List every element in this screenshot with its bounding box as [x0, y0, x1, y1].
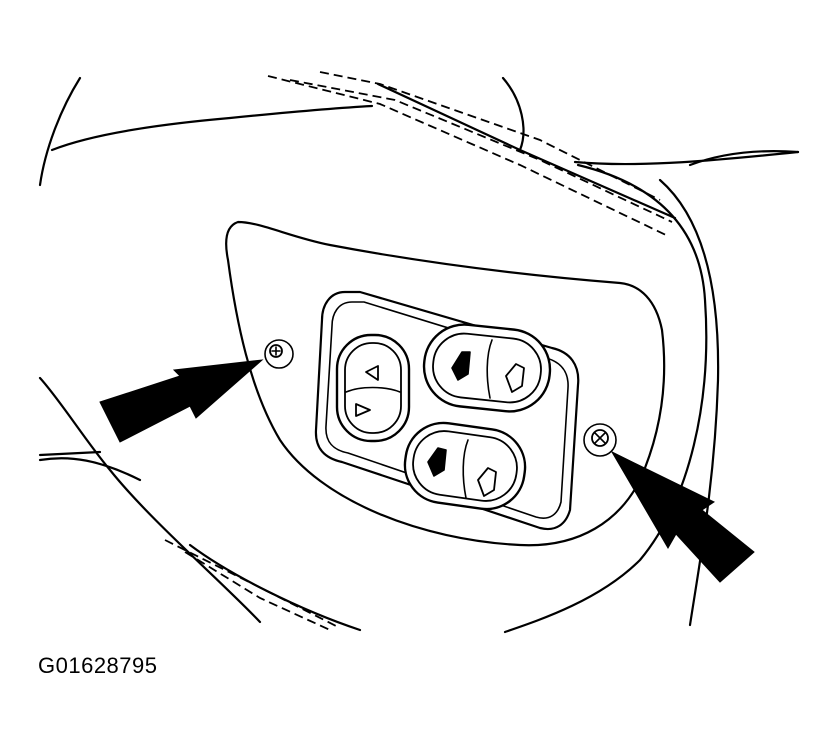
down-triangle-icon	[355, 403, 371, 417]
seat-recline-switch[interactable]	[335, 333, 411, 443]
figure-code: G01628795	[38, 653, 158, 678]
seat-switch-assembly	[314, 290, 580, 531]
seat-down-icon	[477, 467, 497, 497]
seat-horizontal-switch[interactable]	[420, 321, 554, 416]
left-pointer-arrow-icon	[99, 359, 264, 443]
up-triangle-icon	[365, 365, 379, 381]
seat-height-switch[interactable]	[400, 418, 530, 514]
seat-up-icon	[427, 447, 447, 477]
seat-forward-icon	[451, 351, 471, 381]
stitching	[164, 71, 673, 631]
right-pointer-arrow-icon	[610, 450, 755, 583]
seat-rear-icon	[505, 363, 525, 393]
right-screw	[583, 423, 617, 457]
left-screw	[264, 339, 294, 369]
seat-outline	[38, 76, 800, 634]
